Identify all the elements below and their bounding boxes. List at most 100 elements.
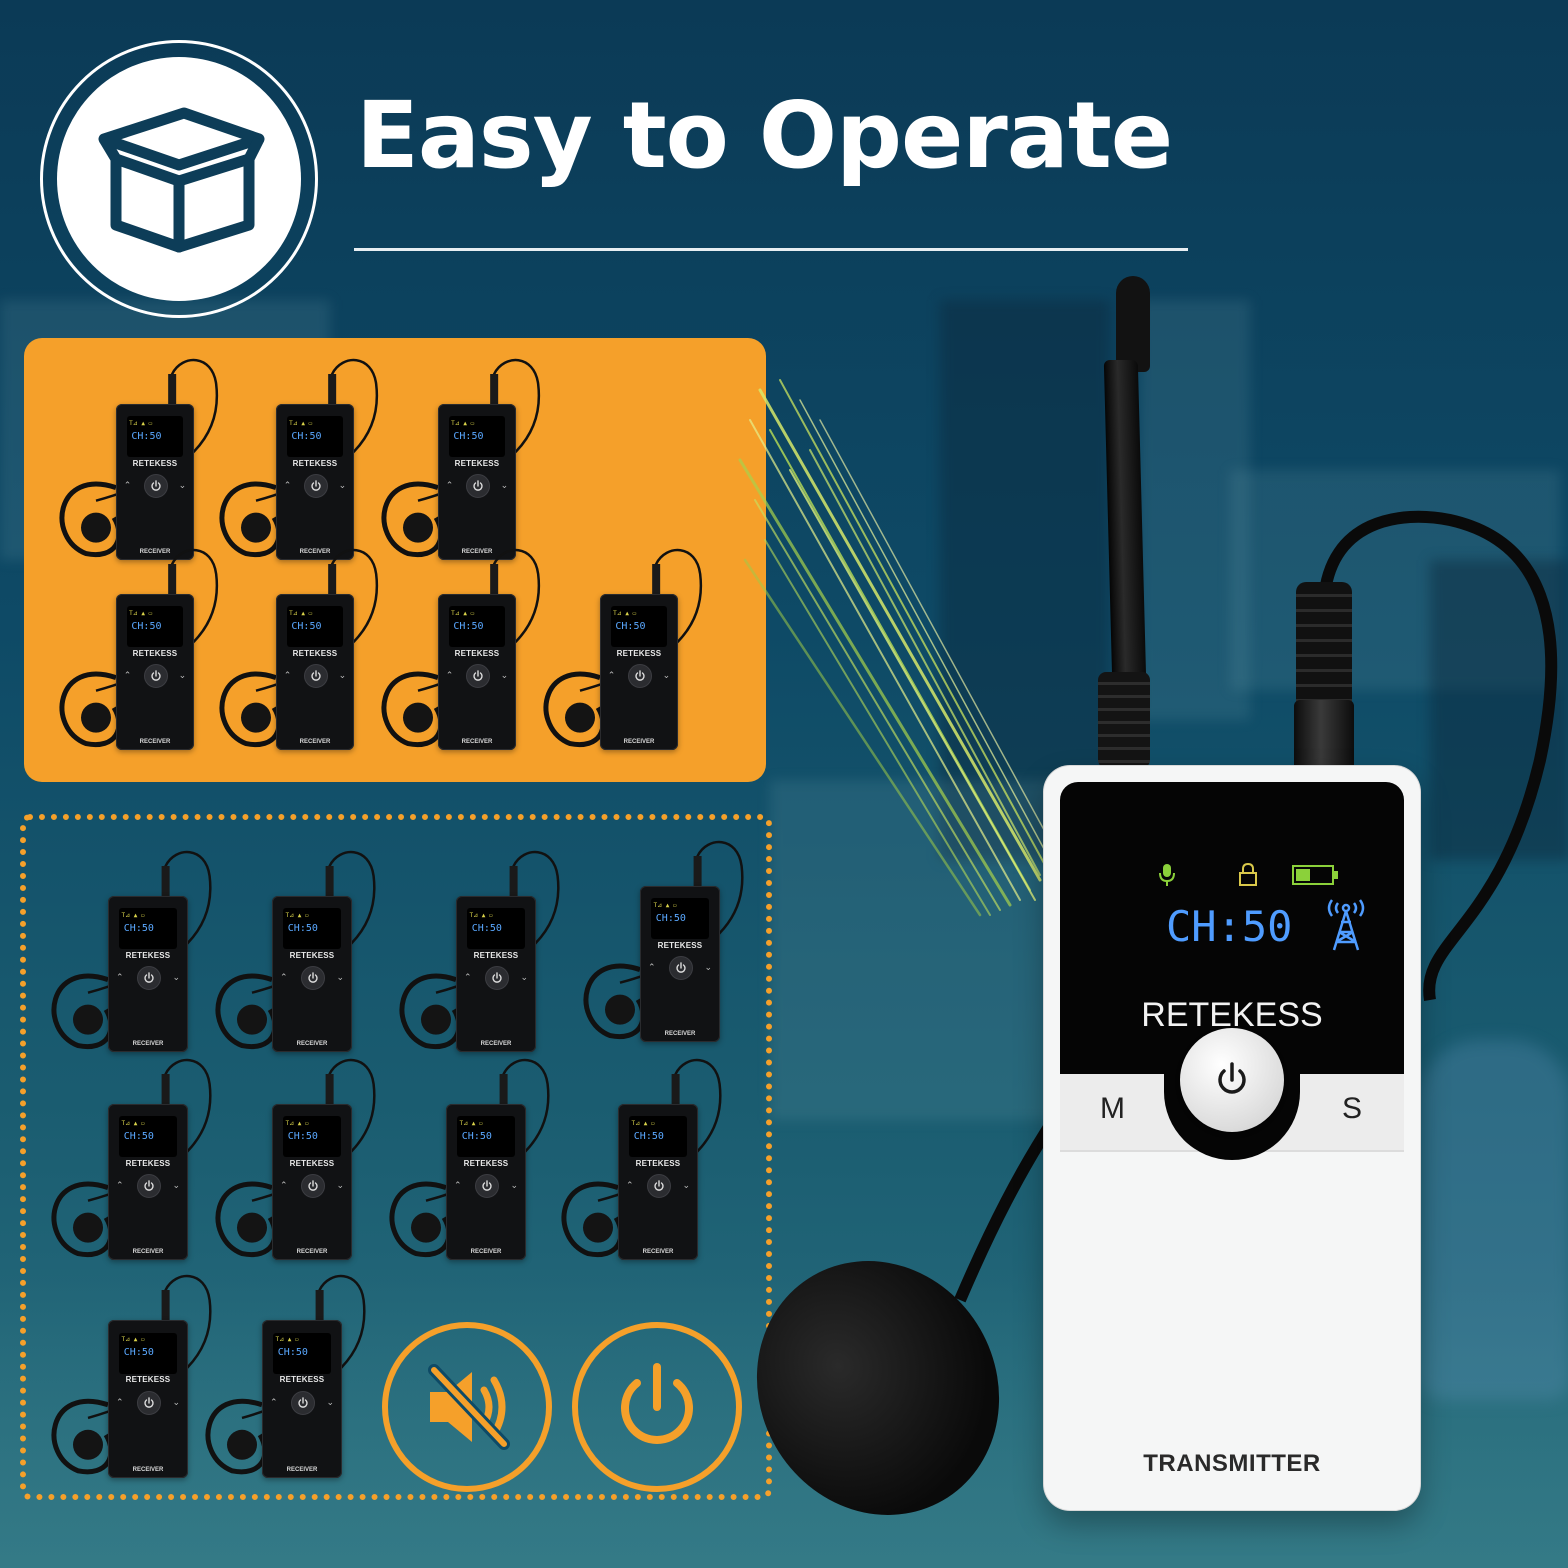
receiver-power-button[interactable] [304, 664, 328, 689]
chevron-up-icon[interactable]: ⌃ [280, 973, 288, 983]
transmitter-m-button[interactable]: M [1100, 1092, 1125, 1125]
chevron-up-icon[interactable]: ⌃ [464, 973, 472, 983]
receiver-power-button[interactable] [291, 1391, 315, 1416]
receiver-channel: CH:50 [291, 621, 322, 633]
power-icon [144, 1180, 154, 1191]
power-icon [144, 972, 154, 983]
chevron-down-icon[interactable]: ⌄ [178, 481, 187, 491]
chevron-down-icon[interactable]: ⌄ [500, 481, 509, 491]
receiver-power-button[interactable] [144, 664, 168, 689]
chevron-up-icon[interactable]: ⌃ [123, 481, 132, 491]
receiver-channel: CH:50 [123, 1347, 154, 1359]
receiver-power-button[interactable] [647, 1174, 671, 1199]
chevron-up-icon[interactable]: ⌃ [270, 1398, 278, 1408]
chevron-up-icon[interactable]: ⌃ [123, 671, 132, 681]
chevron-up-icon[interactable]: ⌃ [607, 671, 616, 681]
chevron-up-icon[interactable]: ⌃ [280, 1181, 288, 1191]
receiver-power-button[interactable] [628, 664, 652, 689]
receiver-label: RECEIVER [470, 1249, 502, 1256]
chevron-down-icon[interactable]: ⌄ [704, 963, 712, 973]
receiver-screen: T⊿ ▲ ▭CH:50 [283, 908, 341, 950]
chevron-down-icon[interactable]: ⌄ [662, 671, 671, 681]
mute-feature [382, 1322, 552, 1492]
title-divider [354, 248, 1188, 251]
receiver-power-button[interactable] [301, 1174, 325, 1199]
chevron-down-icon[interactable]: ⌄ [520, 973, 528, 983]
power-icon [1218, 1062, 1246, 1094]
receiver-channel: CH:50 [131, 431, 162, 443]
chevron-down-icon[interactable]: ⌄ [336, 1181, 344, 1191]
receiver-screen: T⊿ ▲ ▭CH:50 [126, 606, 184, 648]
earbud [403, 512, 433, 543]
receiver-power-button[interactable] [144, 474, 168, 499]
receiver-brand: RETEKESS [279, 1375, 325, 1385]
chevron-down-icon[interactable]: ⌄ [172, 1181, 180, 1191]
transmitter-s-button[interactable]: S [1342, 1092, 1363, 1125]
receiver-label: RECEIVER [299, 739, 331, 746]
power-icon [308, 1180, 318, 1191]
chevron-down-icon[interactable]: ⌄ [682, 1181, 690, 1191]
power-icon [621, 1363, 693, 1444]
chevron-down-icon[interactable]: ⌄ [338, 481, 347, 491]
earbud [241, 512, 271, 543]
chevron-up-icon[interactable]: ⌃ [283, 481, 292, 491]
receiver-power-button[interactable] [137, 966, 161, 991]
chevron-up-icon[interactable]: ⌃ [454, 1181, 462, 1191]
receiver-power-button[interactable] [485, 966, 509, 991]
transmitter-power-button[interactable] [1180, 1028, 1284, 1132]
receiver-power-button[interactable] [137, 1174, 161, 1199]
receiver-power-button[interactable] [475, 1174, 499, 1199]
receiver-screen: T⊿ ▲ ▭CH:50 [126, 416, 184, 458]
receiver-power-button[interactable] [137, 1391, 161, 1416]
receiver-screen: T⊿ ▲ ▭CH:50 [286, 416, 344, 458]
antenna-tip [1116, 276, 1150, 372]
battery-icon [1292, 865, 1338, 885]
power-icon [298, 1397, 308, 1408]
receiver-label: RECEIVER [642, 1249, 674, 1256]
receiver-status-glyphs: T⊿ ▲ ▭ [121, 1119, 145, 1127]
receiver-power-button[interactable] [466, 664, 490, 689]
receiver-power-button[interactable] [669, 956, 693, 981]
signal-tower-icon [1327, 899, 1365, 951]
chevron-down-icon[interactable]: ⌄ [338, 671, 347, 681]
chevron-up-icon[interactable]: ⌃ [116, 1398, 124, 1408]
receiver-power-button[interactable] [301, 966, 325, 991]
chevron-down-icon[interactable]: ⌄ [172, 973, 180, 983]
chevron-up-icon[interactable]: ⌃ [445, 671, 454, 681]
chevron-up-icon[interactable]: ⌃ [116, 973, 124, 983]
earbud [73, 1004, 103, 1035]
chevron-down-icon[interactable]: ⌄ [510, 1181, 518, 1191]
receiver-channel: CH:50 [277, 1347, 308, 1359]
chevron-up-icon[interactable]: ⌃ [445, 481, 454, 491]
chevron-up-icon[interactable]: ⌃ [283, 671, 292, 681]
receiver-screen: T⊿ ▲ ▭CH:50 [448, 416, 506, 458]
chevron-down-icon[interactable]: ⌄ [326, 1398, 334, 1408]
power-icon [311, 670, 321, 681]
receiver-status-glyphs: T⊿ ▲ ▭ [121, 1335, 145, 1343]
chevron-up-icon[interactable]: ⌃ [648, 963, 656, 973]
receiver-status-glyphs: T⊿ ▲ ▭ [289, 419, 313, 427]
power-icon [676, 962, 686, 973]
receiver-status-glyphs: T⊿ ▲ ▭ [285, 911, 309, 919]
chevron-down-icon[interactable]: ⌄ [336, 973, 344, 983]
chevron-down-icon[interactable]: ⌄ [178, 671, 187, 681]
chevron-down-icon[interactable]: ⌄ [500, 671, 509, 681]
receiver-power-button[interactable] [304, 474, 328, 499]
receiver-brand: RETEKESS [125, 950, 171, 960]
receiver-power-button[interactable] [466, 474, 490, 499]
chevron-up-icon[interactable]: ⌃ [116, 1181, 124, 1191]
chevron-down-icon[interactable]: ⌄ [172, 1398, 180, 1408]
receiver-channel: CH:50 [287, 1131, 318, 1143]
earbud [411, 1212, 441, 1243]
power-icon [311, 480, 321, 491]
chevron-up-icon[interactable]: ⌃ [626, 1181, 634, 1191]
receiver-brand: RETEKESS [463, 1158, 509, 1168]
